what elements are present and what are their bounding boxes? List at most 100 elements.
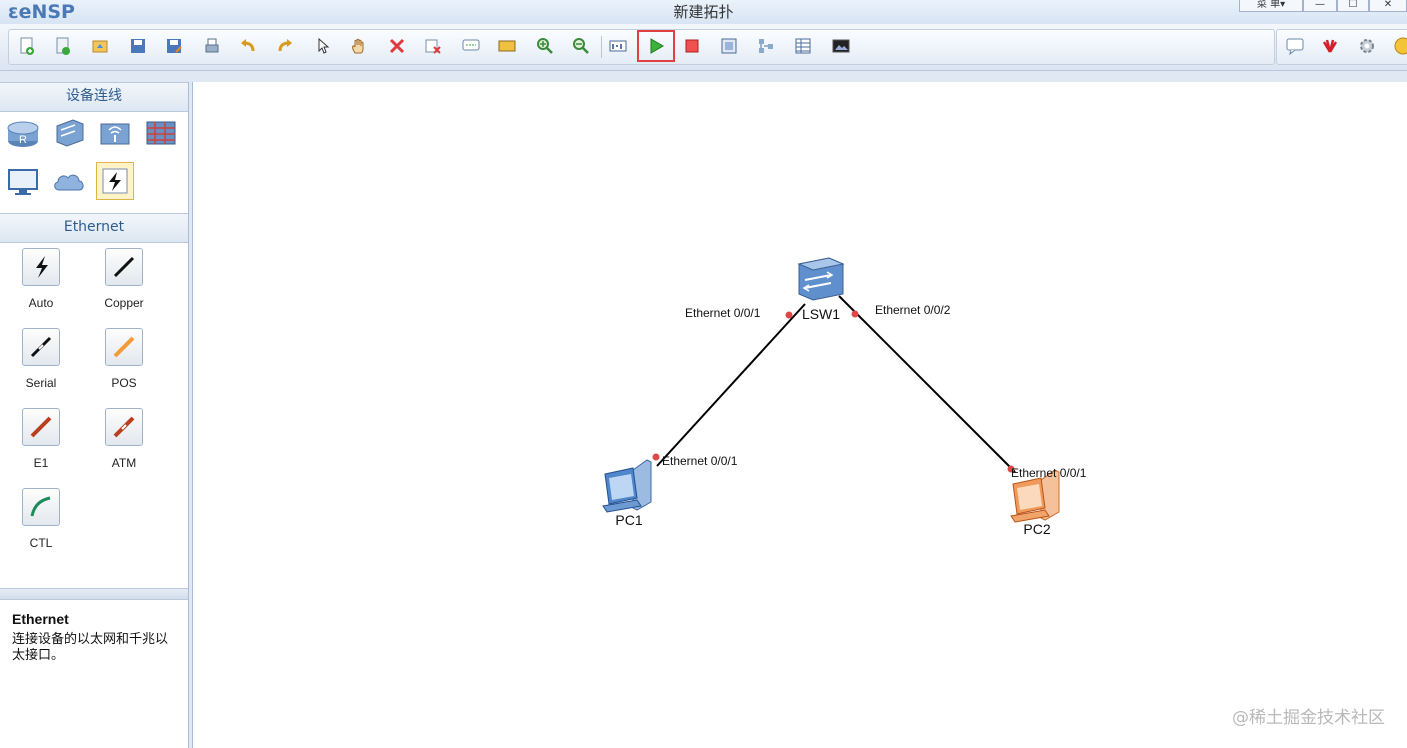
cable-label: CTL xyxy=(29,536,53,550)
new-file-icon xyxy=(20,37,34,55)
cable-copper[interactable]: Copper xyxy=(94,248,154,310)
settings-button[interactable] xyxy=(1356,35,1378,57)
palette-icon xyxy=(498,40,516,52)
close-button[interactable]: ✕ xyxy=(1369,0,1407,12)
delete-icon xyxy=(389,38,405,54)
new-example-icon xyxy=(56,37,70,55)
pc-pc1[interactable]: PC1 xyxy=(602,459,652,528)
topology-button[interactable] xyxy=(755,35,777,57)
grid-button[interactable] xyxy=(792,35,814,57)
help-button[interactable] xyxy=(1392,35,1407,57)
firewall-category[interactable] xyxy=(142,114,180,152)
router-icon: R xyxy=(7,121,39,147)
capture-button[interactable] xyxy=(718,35,740,57)
screenshot-button[interactable] xyxy=(830,35,852,57)
select-button[interactable] xyxy=(312,35,334,57)
pan-button[interactable] xyxy=(348,35,370,57)
link-lsw1-pc2[interactable] xyxy=(838,295,1016,473)
devices-section-header: 设备连线 xyxy=(0,82,188,112)
palette-button[interactable] xyxy=(496,35,518,57)
delete-link-icon xyxy=(425,39,441,54)
redo-button[interactable] xyxy=(274,35,296,57)
one-to-one-icon xyxy=(609,40,627,52)
restore-scale-button[interactable] xyxy=(607,35,629,57)
sidebar-splitter[interactable] xyxy=(0,588,188,600)
chat-icon xyxy=(1286,38,1304,56)
menu-button[interactable]: 菜 单▾ xyxy=(1239,0,1303,12)
stop-device-button[interactable] xyxy=(681,35,703,57)
port-dot xyxy=(1007,465,1015,473)
wireless-category[interactable] xyxy=(96,114,134,152)
description-text: 连接设备的以太网和千兆以太接口。 xyxy=(12,632,169,663)
play-icon xyxy=(650,38,664,54)
port-dot xyxy=(851,310,859,318)
save-as-button[interactable] xyxy=(163,35,185,57)
pc-pc2[interactable]: PC2 xyxy=(1010,469,1060,537)
topology-diagram: LSW1 PC1 PC2 Ethernet 0/0/1 Ethernet 0/0… xyxy=(602,257,1087,537)
delete-link-button[interactable] xyxy=(422,35,444,57)
pc-category[interactable] xyxy=(4,162,42,200)
cable-e1[interactable]: E1 xyxy=(11,408,71,470)
switch-icon xyxy=(797,257,845,301)
huawei-logo-icon xyxy=(1322,39,1338,53)
switch-lsw1[interactable]: LSW1 xyxy=(797,257,845,322)
port-label: Ethernet 0/0/1 xyxy=(685,306,761,320)
grid-icon xyxy=(795,38,811,54)
open-button[interactable] xyxy=(89,35,111,57)
text-button[interactable] xyxy=(460,35,482,57)
cable-ctl[interactable]: CTL xyxy=(11,488,71,550)
port-dot xyxy=(652,453,660,461)
window-title: 新建拓扑 xyxy=(673,3,734,21)
huawei-button[interactable] xyxy=(1319,35,1341,57)
print-button[interactable] xyxy=(201,35,223,57)
router-category[interactable]: R xyxy=(4,114,42,152)
pc-icon xyxy=(1010,469,1060,523)
cable-auto[interactable]: Auto xyxy=(11,248,71,310)
save-icon xyxy=(131,39,145,53)
window-controls: 菜 单▾ — ☐ ✕ xyxy=(1239,0,1407,12)
maximize-button[interactable]: ☐ xyxy=(1337,0,1369,12)
connection-category[interactable] xyxy=(96,162,134,200)
cable-section-header: Ethernet xyxy=(0,213,188,243)
save-button[interactable] xyxy=(127,35,149,57)
auto-cable-icon xyxy=(102,168,128,194)
cable-pos[interactable]: POS xyxy=(94,328,154,390)
cable-label: E1 xyxy=(33,456,49,470)
ctl-cable-icon xyxy=(30,496,51,517)
port-label: Ethernet 0/0/1 xyxy=(662,454,738,468)
cable-label: POS xyxy=(111,376,137,390)
new-topology-button[interactable] xyxy=(16,35,38,57)
ensp-logo-icon: ɛ xyxy=(8,1,19,23)
save-as-icon xyxy=(167,39,182,53)
cable-label: Copper xyxy=(104,296,144,310)
topology-icon xyxy=(759,39,773,53)
cloud-category[interactable] xyxy=(50,162,88,200)
cable-label: Auto xyxy=(28,296,54,310)
serial-cable-icon xyxy=(30,336,52,358)
open-folder-icon xyxy=(92,40,108,53)
toolbar-main-group xyxy=(8,29,1275,65)
redo-icon xyxy=(278,39,292,52)
cable-label: ATM xyxy=(111,456,137,470)
delete-button[interactable] xyxy=(386,35,408,57)
atm-cable-icon xyxy=(113,416,135,438)
app-logo-text: eNSP xyxy=(18,1,75,23)
node-label: PC1 xyxy=(615,512,642,528)
cable-atm[interactable]: ATM xyxy=(94,408,154,470)
start-device-button[interactable] xyxy=(637,30,675,62)
zoom-out-button[interactable] xyxy=(570,35,592,57)
monitor-icon xyxy=(8,169,38,195)
link-lsw1-pc1[interactable] xyxy=(656,303,806,467)
svg-text:R: R xyxy=(19,134,27,146)
copper-cable-icon xyxy=(113,256,135,278)
wireless-ap-icon xyxy=(100,123,130,145)
minimize-button[interactable]: — xyxy=(1303,0,1337,12)
zoom-in-button[interactable] xyxy=(534,35,556,57)
new-example-button[interactable] xyxy=(52,35,74,57)
watermark: @稀土掘金技术社区 xyxy=(1232,708,1385,728)
switch-category[interactable] xyxy=(50,114,88,152)
topology-canvas[interactable]: LSW1 PC1 PC2 Ethernet 0/0/1 Ethernet 0/0… xyxy=(192,82,1407,748)
message-button[interactable] xyxy=(1284,35,1306,57)
undo-button[interactable] xyxy=(237,35,259,57)
cable-serial[interactable]: Serial xyxy=(11,328,71,390)
